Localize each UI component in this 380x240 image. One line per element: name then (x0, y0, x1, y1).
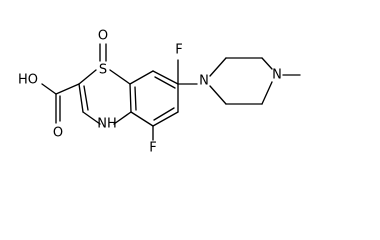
bond-cb-n2 (261, 57, 273, 70)
bond-c4a-c8a (129, 83, 132, 113)
atom-label-fluorine-bottom: F (149, 141, 156, 156)
bond-c8-c7-double (154, 76, 176, 89)
atom-label-piperazine-n2: N (272, 68, 282, 83)
chemical-structure-diagram: HO O O S NH F F N N (18, 29, 301, 156)
bond-c8a-c8 (129, 70, 154, 85)
bond-c4a-c8a-aromatic (134, 86, 137, 111)
bond-c5-c4a (130, 111, 154, 127)
atom-label-group: HO O O S NH F F N N (18, 29, 282, 156)
bond-n1-ca (209, 57, 227, 77)
bond-n2-cc (261, 81, 273, 105)
bond-c8-c7-single (152, 70, 179, 85)
atom-label-piperazine-n1: N (199, 74, 209, 89)
bond-group (41, 43, 301, 141)
bond-c3-n4 (82, 111, 101, 125)
bond-acid-hydroxyl (41, 83, 57, 95)
atom-label-hydroxyl: HO (18, 73, 38, 88)
atom-label-nh: NH (97, 117, 117, 132)
bond-n4-c4a (113, 111, 132, 125)
atom-label-carbonyl-oxygen: O (53, 126, 63, 141)
bond-c6-c5-double (153, 107, 175, 121)
bond-c6-c5-single (152, 111, 179, 127)
atom-label-fluorine-top: F (175, 43, 182, 58)
bond-c2-c3-double (83, 85, 89, 111)
bond-c2-s1 (78, 69, 97, 85)
bond-acid-to-ring (55, 83, 80, 95)
bond-c2-c3-single (78, 83, 84, 113)
bond-s1-c8a (109, 69, 131, 85)
atom-label-sulfur: S (99, 63, 107, 78)
bond-cd-n1 (209, 85, 227, 105)
atom-label-sulfoxide-oxygen: O (98, 29, 108, 44)
